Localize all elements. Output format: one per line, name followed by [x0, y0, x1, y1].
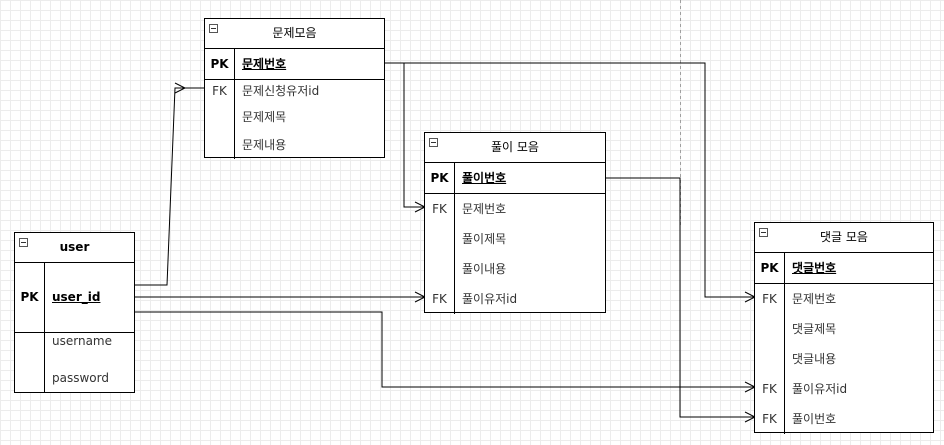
entity-title: 풀이 모음 — [491, 140, 539, 154]
pk-row: PK 문제번호 — [205, 49, 384, 80]
attribute-row: FK 문제번호 — [425, 194, 605, 224]
key-label — [425, 254, 455, 284]
key-label: FK — [205, 80, 235, 102]
attribute-name: password — [52, 371, 109, 385]
attribute-row: FK 풀이유저id — [425, 284, 605, 314]
attribute-name: 댓글제목 — [792, 322, 837, 336]
key-label: FK — [755, 404, 785, 434]
key-label: FK — [755, 284, 785, 314]
crowfoot-icon — [174, 82, 187, 94]
key-label: FK — [425, 284, 455, 314]
entity-header: 문제모음 — [205, 19, 384, 49]
attribute-row: 풀이제목 — [425, 224, 605, 254]
attribute-row: password — [15, 363, 134, 393]
attribute-row: 댓글내용 — [755, 344, 933, 374]
entity-user[interactable]: user PK user_id username password — [14, 232, 135, 393]
pk-row: PK 풀이번호 — [425, 163, 605, 194]
attribute-name: 풀이번호 — [792, 412, 837, 426]
collapse-icon[interactable] — [209, 24, 218, 33]
collapse-icon[interactable] — [19, 238, 28, 247]
relation-user-problems[interactable] — [135, 87, 205, 286]
pk-label: PK — [15, 263, 45, 332]
attribute-name: 풀이내용 — [462, 262, 507, 276]
key-label: FK — [755, 374, 785, 404]
pk-label: PK — [755, 253, 785, 283]
entity-title: user — [59, 240, 90, 254]
attribute-name: 문제번호 — [462, 202, 507, 216]
key-label — [15, 363, 45, 393]
key-label — [755, 314, 785, 344]
entity-comments[interactable]: 댓글 모음 PK 댓글번호 FK 문제번호 댓글제목 댓글내용 FK 풀이유저i… — [754, 222, 934, 434]
entity-solutions[interactable]: 풀이 모음 PK 풀이번호 FK 문제번호 풀이제목 풀이내용 FK 풀이유저i… — [424, 132, 606, 314]
attribute-name: 문제신청유저id — [242, 84, 320, 98]
attribute-name: 댓글내용 — [792, 352, 837, 366]
entity-header: user — [15, 233, 134, 263]
relation-solutions-comments[interactable] — [605, 177, 755, 418]
pk-attribute: 문제번호 — [242, 57, 287, 71]
entity-title: 문제모음 — [272, 26, 317, 40]
attribute-name: 풀이유저id — [792, 382, 848, 396]
pk-attribute: 풀이번호 — [462, 171, 507, 185]
key-label — [15, 333, 45, 363]
key-label — [425, 224, 455, 254]
key-label — [205, 132, 235, 159]
attribute-name: 문제제목 — [242, 110, 287, 124]
key-label — [205, 102, 235, 132]
entity-header: 댓글 모음 — [755, 223, 933, 253]
pk-attribute: user_id — [52, 290, 101, 304]
relation-problems-comments[interactable] — [384, 62, 755, 298]
entity-header: 풀이 모음 — [425, 133, 605, 163]
attribute-row: FK 풀이번호 — [755, 404, 933, 434]
pk-row: PK user_id — [15, 263, 134, 333]
attribute-row: 문제내용 — [205, 132, 384, 159]
attribute-row: username — [15, 333, 134, 363]
attribute-name: username — [52, 334, 112, 348]
entity-problems[interactable]: 문제모음 PK 문제번호 FK 문제신청유저id 문제제목 문제내용 — [204, 18, 385, 159]
collapse-icon[interactable] — [759, 228, 768, 237]
relation-problems-solutions[interactable] — [384, 62, 425, 208]
attribute-row: FK 풀이유저id — [755, 374, 933, 404]
attribute-row: FK 문제신청유저id — [205, 80, 384, 102]
attribute-row: FK 문제번호 — [755, 284, 933, 314]
pk-row: PK 댓글번호 — [755, 253, 933, 284]
attribute-row: 문제제목 — [205, 102, 384, 132]
attribute-name: 풀이유저id — [462, 292, 518, 306]
attribute-name: 풀이제목 — [462, 232, 507, 246]
relation-user-comments[interactable] — [135, 311, 755, 388]
key-label: FK — [425, 194, 455, 224]
attribute-row: 댓글제목 — [755, 314, 933, 344]
attribute-name: 문제내용 — [242, 138, 287, 152]
pk-label: PK — [205, 49, 235, 79]
pk-attribute: 댓글번호 — [792, 261, 837, 275]
entity-title: 댓글 모음 — [820, 230, 868, 244]
collapse-icon[interactable] — [429, 138, 438, 147]
key-label — [755, 344, 785, 374]
attribute-row: 풀이내용 — [425, 254, 605, 284]
attribute-name: 문제번호 — [792, 292, 837, 306]
pk-label: PK — [425, 163, 455, 193]
